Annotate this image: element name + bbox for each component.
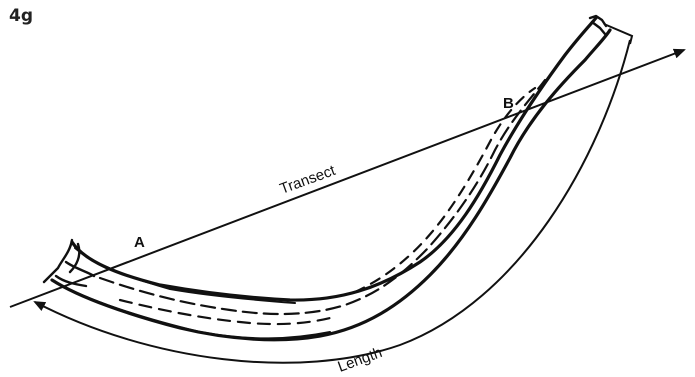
point-a-label: A [134, 234, 145, 251]
point-b-label: B [503, 95, 514, 112]
transect-arrow [10, 50, 684, 307]
stream-top-bank [72, 18, 596, 300]
length-label: Length [336, 344, 385, 376]
